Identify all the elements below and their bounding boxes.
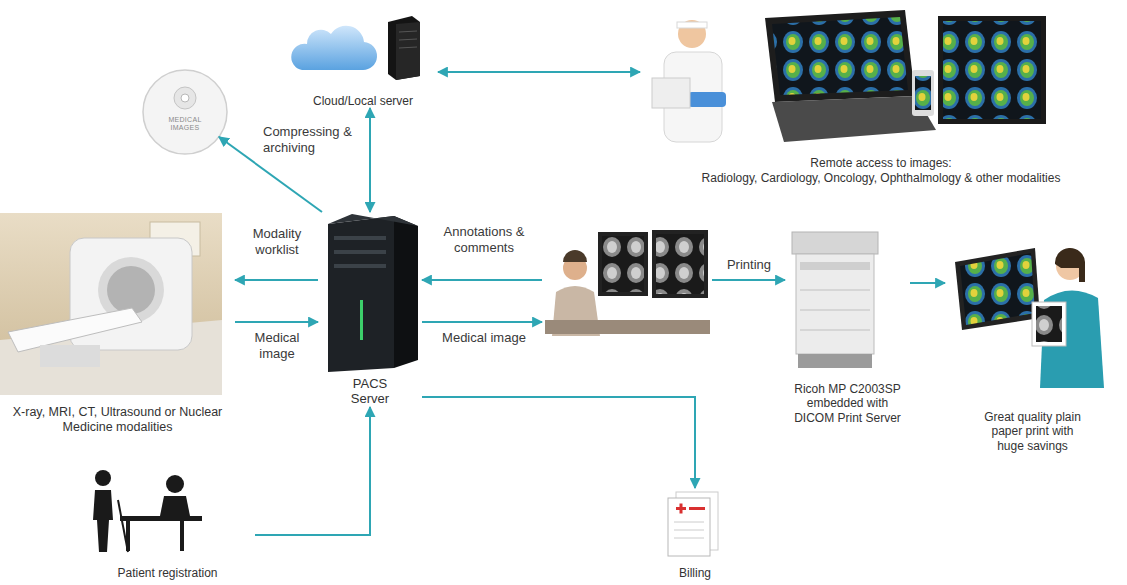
caption-group: Cloud/Local server: [288, 94, 438, 108]
print-output-node: Great quality plain paper print with hug…: [945, 238, 1120, 453]
nurse-print-icon: [955, 248, 1104, 388]
registration-node: Patient registration: [80, 465, 255, 580]
node-caption: Billing: [650, 566, 740, 580]
caption-group: Great quality plain paper print with hug…: [983, 410, 1083, 453]
disc-icon: [143, 70, 227, 154]
remote-access-node: Remote access to images:Radiology, Cardi…: [640, 5, 1122, 185]
workstation-node: [542, 225, 712, 337]
node-caption: Remote access to images:: [640, 156, 1122, 170]
caption-group: PACS Server: [339, 376, 401, 407]
caption-group: MEDICAL IMAGES: [157, 116, 213, 133]
remote-devices: [652, 10, 1046, 142]
caption-group: Ricoh MP C2003SP embedded with DICOM Pri…: [789, 382, 907, 425]
caption-group: Remote access to images:Radiology, Cardi…: [640, 156, 1122, 185]
billing-icon: [668, 492, 718, 556]
connector-arrow: [422, 397, 695, 488]
pacs-server-icon: [328, 214, 418, 372]
node-caption: PACS Server: [339, 376, 401, 407]
node-caption: Radiology, Cardiology, Oncology, Ophthal…: [640, 171, 1122, 185]
connector-arrow: [422, 321, 542, 323]
connector-arrow: [422, 279, 542, 281]
server-node: Cloud/Local server: [288, 12, 438, 108]
edge-label: Annotations & comments: [428, 224, 540, 255]
connector-arrow: [255, 407, 370, 535]
edge-label: Modality worklist: [238, 226, 316, 257]
cloud-server-icon: [291, 16, 420, 80]
pacs-server-node: PACS Server: [318, 212, 422, 407]
node-caption: Cloud/Local server: [288, 94, 438, 108]
modality-room: [0, 213, 222, 395]
connector-arrow: [712, 279, 785, 281]
printer-icon: [792, 232, 878, 368]
connector-arrow: [438, 71, 640, 73]
edge-label: Medical image: [238, 330, 316, 361]
modality-node: X-ray, MRI, CT, Ultrasound or Nuclear Me…: [0, 210, 235, 435]
connector-arrow: [910, 282, 945, 284]
caption-group: Billing: [650, 566, 740, 580]
node-caption: X-ray, MRI, CT, Ultrasound or Nuclear Me…: [4, 405, 232, 435]
connector-arrow: [235, 321, 318, 323]
connector-arrow: [369, 108, 371, 212]
registration-icon: [93, 470, 202, 552]
printer-node: Ricoh MP C2003SP embedded with DICOM Pri…: [785, 225, 910, 425]
node-caption: Patient registration: [83, 566, 253, 580]
edge-label: Compressing & archiving: [262, 124, 356, 155]
caption-group: Patient registration: [83, 566, 253, 580]
disc-node: MEDICAL IMAGES: [143, 70, 227, 154]
node-caption: Ricoh MP C2003SP embedded with DICOM Pri…: [789, 382, 907, 425]
caption-group: X-ray, MRI, CT, Ultrasound or Nuclear Me…: [4, 405, 232, 435]
billing-node: Billing: [650, 488, 740, 580]
node-caption: Great quality plain paper print with hug…: [983, 410, 1083, 453]
disc-label: MEDICAL IMAGES: [157, 116, 213, 133]
edge-label: Medical image: [428, 330, 540, 346]
edge-label: Printing: [714, 257, 784, 273]
workstation-icon: [545, 230, 710, 336]
connector-arrow: [235, 279, 318, 281]
